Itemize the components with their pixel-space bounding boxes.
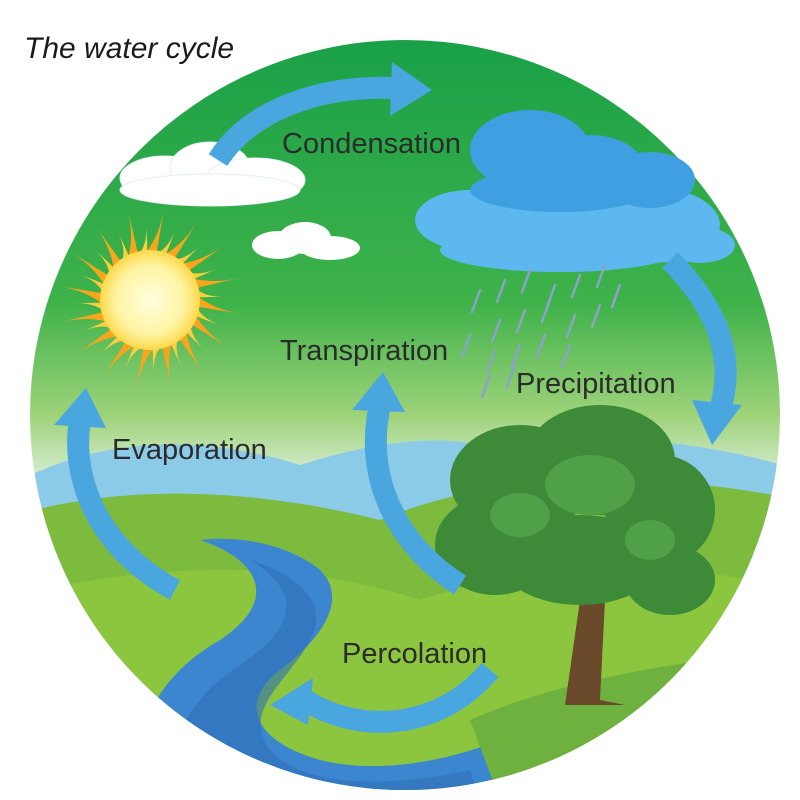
rain-cloud-icon (415, 110, 735, 399)
condensation-arrowhead (390, 62, 432, 116)
rain-drop (590, 303, 602, 329)
rain-drop (565, 313, 577, 339)
sun-ray (102, 338, 139, 379)
rain-drop (540, 298, 552, 324)
rain-drop (460, 333, 472, 359)
sun-icon (59, 209, 241, 391)
label-transpiration: Transpiration (280, 335, 448, 367)
rain-drop (505, 363, 517, 389)
label-precipitation: Precipitation (516, 368, 676, 400)
sun-ray (161, 338, 173, 390)
rain-drop (520, 268, 532, 294)
arrow-heads (54, 62, 742, 725)
sun-ray (95, 225, 123, 273)
label-percolation: Percolation (342, 638, 487, 670)
precipitation-arrow (662, 252, 737, 414)
sun-ray (75, 327, 123, 355)
percolation-arrowhead (270, 678, 313, 725)
transpiration-arrowhead (352, 372, 405, 412)
condensation-arrow (208, 76, 396, 167)
sun-ray (59, 286, 106, 307)
rain-drop (610, 283, 622, 309)
sun-ray (194, 293, 241, 314)
evaporation-arrow (67, 418, 181, 600)
sun-ray (177, 245, 225, 273)
rain-drop (560, 343, 572, 369)
label-condensation: Condensation (282, 128, 461, 160)
diagram-title: The water cycle (24, 32, 234, 65)
sun-ray (135, 225, 148, 258)
sun-ray (71, 252, 112, 289)
sun-ray (60, 311, 112, 323)
percolation-arrow (299, 662, 499, 733)
rain-drop (480, 373, 492, 399)
sun-ray (192, 285, 225, 298)
label-evaporation: Evaporation (112, 434, 267, 466)
precipitation-arrowhead (692, 400, 742, 445)
sun-ray (161, 221, 198, 262)
rain-drop (510, 343, 522, 369)
rain-drop (570, 273, 582, 299)
river-shade (169, 560, 480, 790)
tree-icon (435, 405, 715, 705)
rain-drop (515, 308, 527, 334)
sun-ray (75, 302, 108, 315)
cycle-arrows (67, 76, 737, 733)
rain-drop (595, 263, 607, 289)
sun-ray (127, 210, 139, 262)
sun-ray (177, 327, 205, 375)
white-cloud-small-icon (252, 222, 360, 260)
transpiration-arrow (364, 402, 467, 595)
rain-drop (485, 348, 497, 374)
evaporation-arrowhead (54, 388, 106, 428)
white-cloud-large-icon (119, 141, 306, 207)
sun-ray (143, 209, 164, 256)
sun-ray (188, 311, 229, 348)
rain-drop (490, 318, 502, 344)
rain-drop (495, 278, 507, 304)
sun-ray (152, 342, 165, 375)
rain-drop (470, 288, 482, 314)
rain-drop (535, 333, 547, 359)
sun-ray (136, 344, 157, 391)
sun-ray (188, 277, 240, 289)
